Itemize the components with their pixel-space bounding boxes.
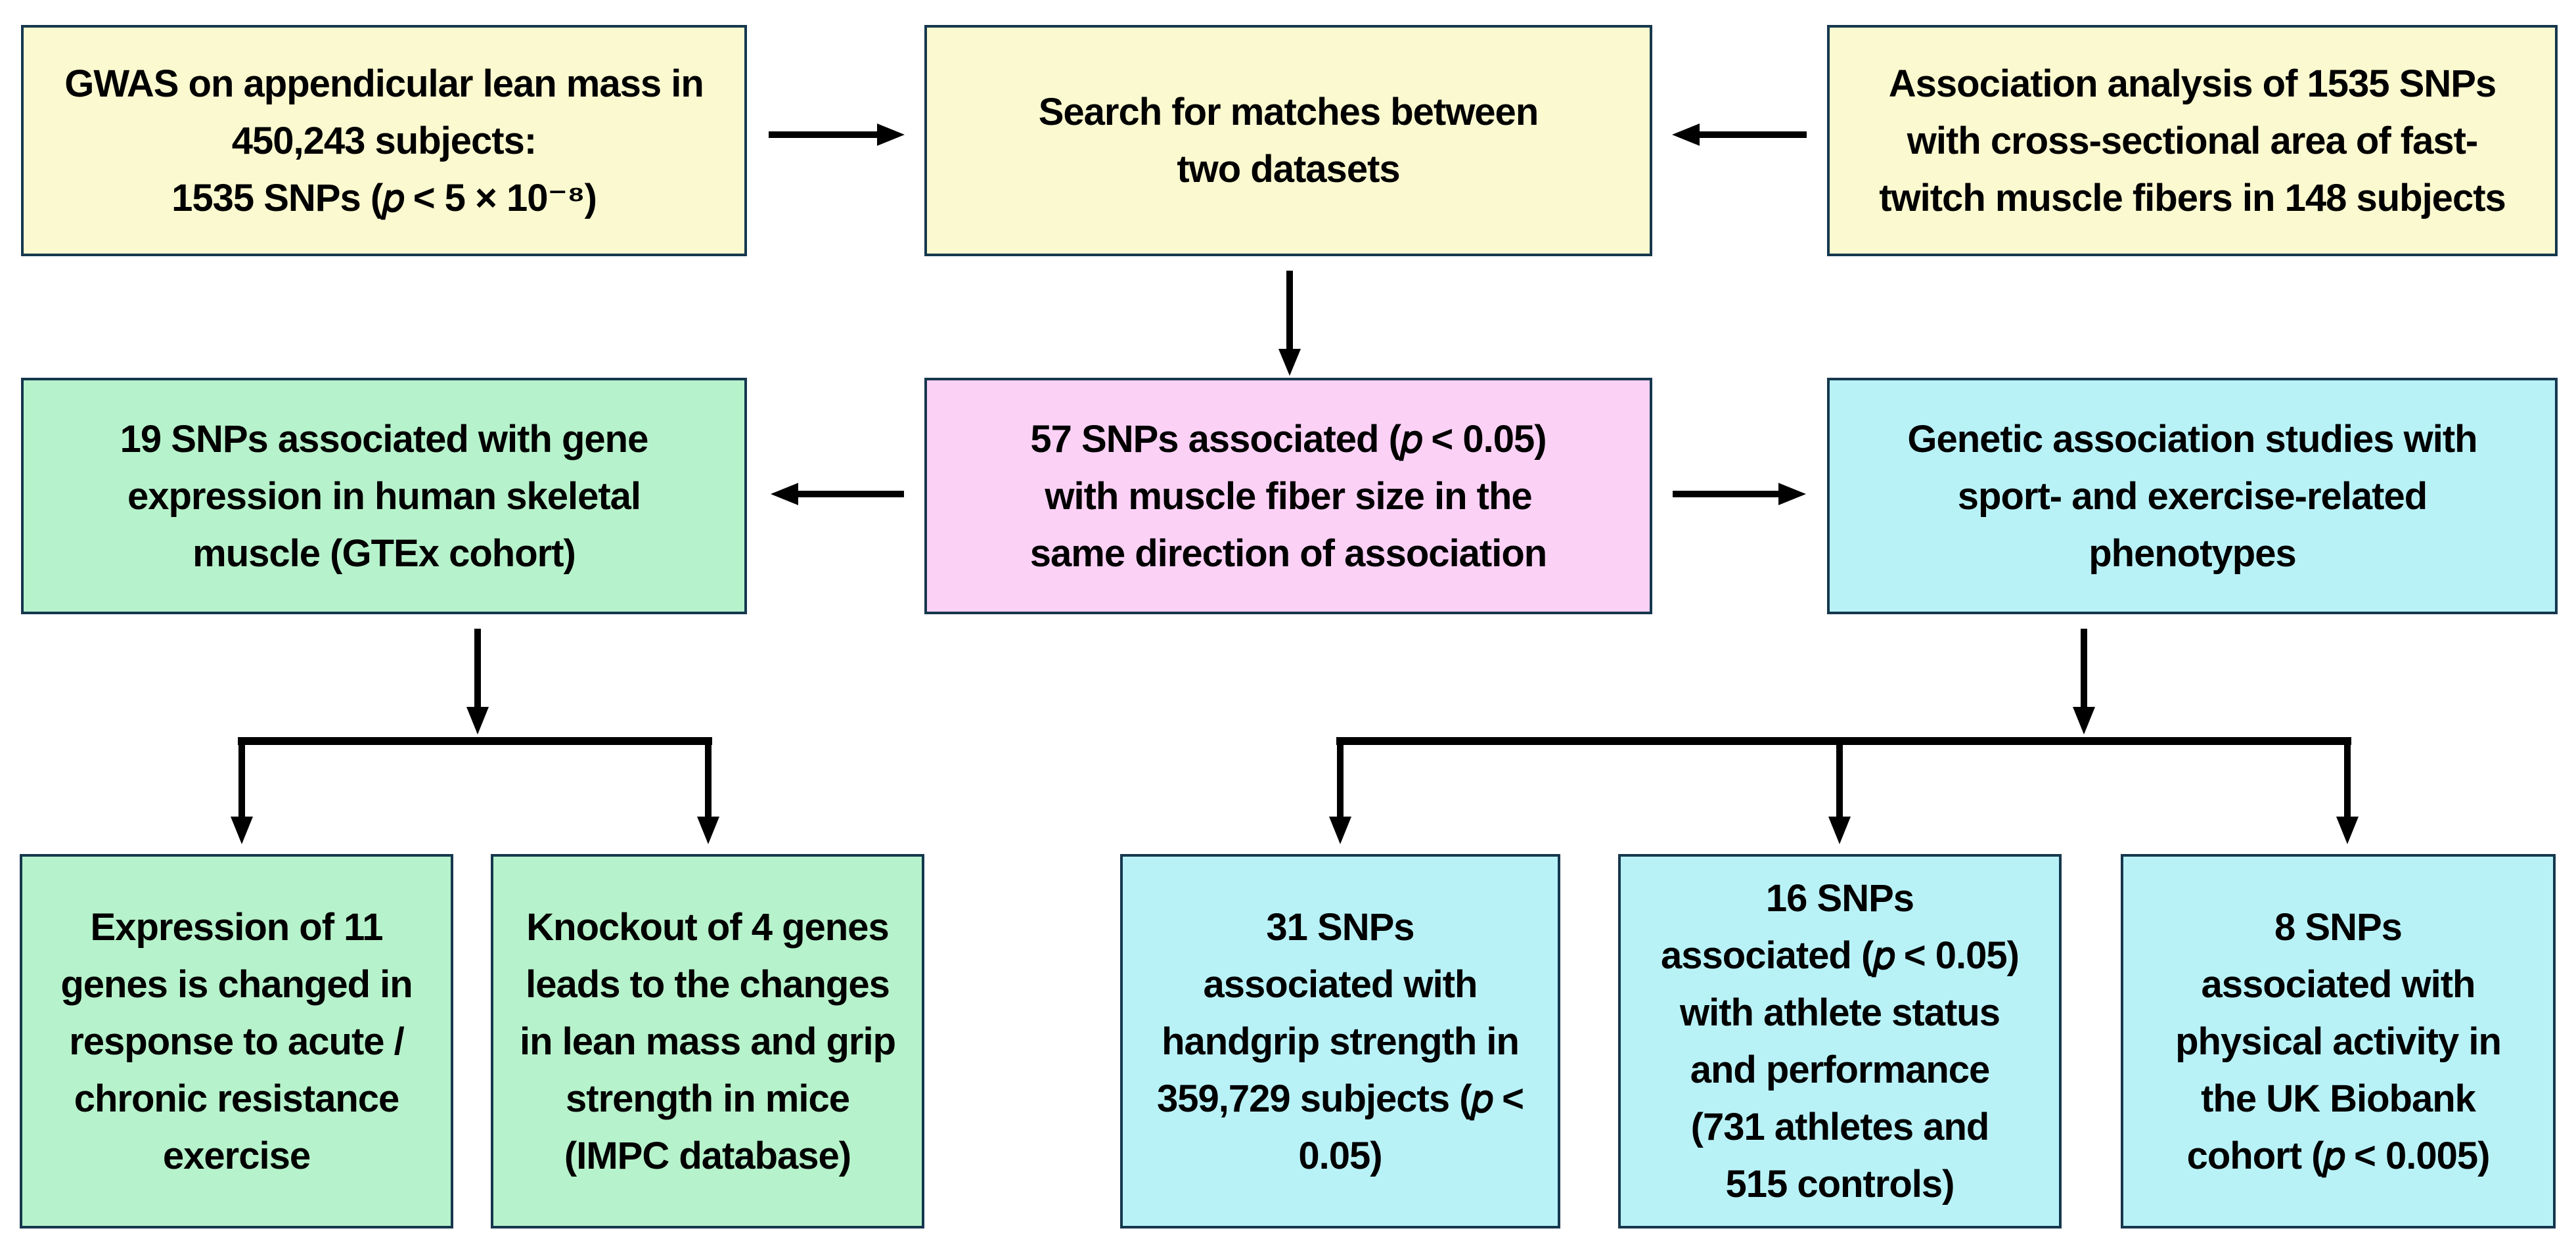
box-57-snps-matched: 57 SNPs associated (𝑝 < 0.05) with muscl…: [924, 378, 1652, 614]
box-31-snps-handgrip: 31 SNPs associated with handgrip strengt…: [1120, 854, 1560, 1228]
box-search-matches-text: Search for matches between two datasets: [1038, 91, 1539, 191]
arrow-fiber-analysis-to-search: [1672, 124, 1807, 146]
box-knockout-4-genes: Knockout of 4 genes leads to the changes…: [491, 854, 924, 1228]
box-sport-association-studies: Genetic association studies with sport- …: [1827, 378, 2558, 614]
box-gtex-19-snps-text: 19 SNPs associated with gene expression …: [120, 417, 649, 575]
box-fiber-association-analysis: Association analysis of 1535 SNPs with c…: [1827, 25, 2558, 256]
arrow-branch-to-knockout: [697, 737, 719, 844]
box-gwas-lean-mass: GWAS on appendicular lean mass in 450,24…: [21, 25, 747, 256]
arrow-branch-to-activity: [2336, 737, 2359, 844]
box-knockout-4-genes-text: Knockout of 4 genes leads to the changes…: [519, 905, 896, 1177]
box-fiber-association-analysis-text: Association analysis of 1535 SNPs with c…: [1879, 62, 2506, 219]
arrow-branch-to-athlete: [1828, 737, 1851, 844]
box-expression-11-genes: Expression of 11 genes is changed in res…: [20, 854, 453, 1228]
arrow-branch-to-expression: [231, 737, 253, 844]
box-16-snps-athlete-status-text: 16 SNPs associated (𝑝 < 0.05) with athle…: [1661, 877, 2020, 1205]
box-gtex-19-snps: 19 SNPs associated with gene expression …: [21, 378, 747, 614]
box-8-snps-physical-activity: 8 SNPs associated with physical activity…: [2121, 854, 2556, 1228]
box-gwas-lean-mass-text: GWAS on appendicular lean mass in 450,24…: [64, 62, 704, 219]
box-31-snps-handgrip-text: 31 SNPs associated with handgrip strengt…: [1157, 905, 1524, 1177]
box-57-snps-matched-text: 57 SNPs associated (𝑝 < 0.05) with muscl…: [1029, 417, 1547, 575]
arrow-sport-studies-to-branch-bar: [2073, 629, 2095, 734]
box-search-matches: Search for matches between two datasets: [924, 25, 1652, 256]
box-expression-11-genes-text: Expression of 11 genes is changed in res…: [60, 905, 413, 1177]
arrow-branch-to-handgrip: [1329, 737, 1351, 844]
arrow-search-to-matched: [1278, 271, 1301, 376]
arrow-gtex-to-branch-bar: [466, 629, 489, 734]
arrow-matched-to-sport-studies: [1673, 483, 1806, 505]
arrow-matched-to-gtex: [771, 483, 904, 505]
arrow-gwas-to-search: [769, 124, 905, 146]
box-16-snps-athlete-status: 16 SNPs associated (𝑝 < 0.05) with athle…: [1618, 854, 2062, 1228]
box-8-snps-physical-activity-text: 8 SNPs associated with physical activity…: [2175, 905, 2502, 1177]
box-sport-association-studies-text: Genetic association studies with sport- …: [1907, 417, 2477, 575]
